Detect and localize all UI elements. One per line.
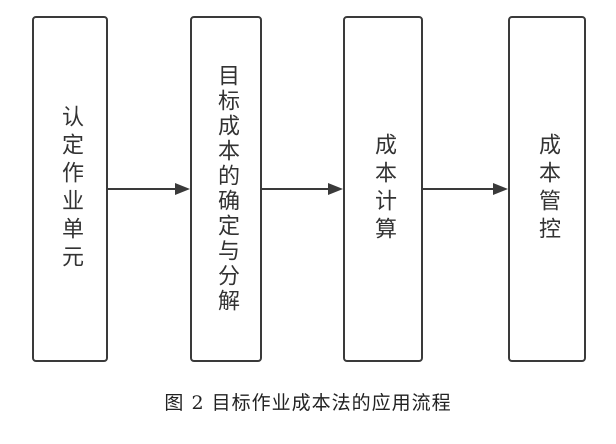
arrow-3 (423, 183, 508, 195)
step-box-4: 成本管控 (508, 16, 586, 362)
arrow-1 (108, 183, 190, 195)
step-label-4: 成本管控 (535, 133, 560, 245)
figure-caption: 图 2 目标作业成本法的应用流程 (164, 392, 452, 414)
step-label-1: 认定作业单元 (58, 105, 83, 273)
step-box-1: 认定作业单元 (32, 16, 108, 362)
arrow-2 (262, 183, 343, 195)
step-label-2: 目标成本的确定与分解 (214, 64, 239, 314)
step-box-3: 成本计算 (343, 16, 423, 362)
step-box-2: 目标成本的确定与分解 (190, 16, 262, 362)
step-label-3: 成本计算 (371, 133, 396, 245)
